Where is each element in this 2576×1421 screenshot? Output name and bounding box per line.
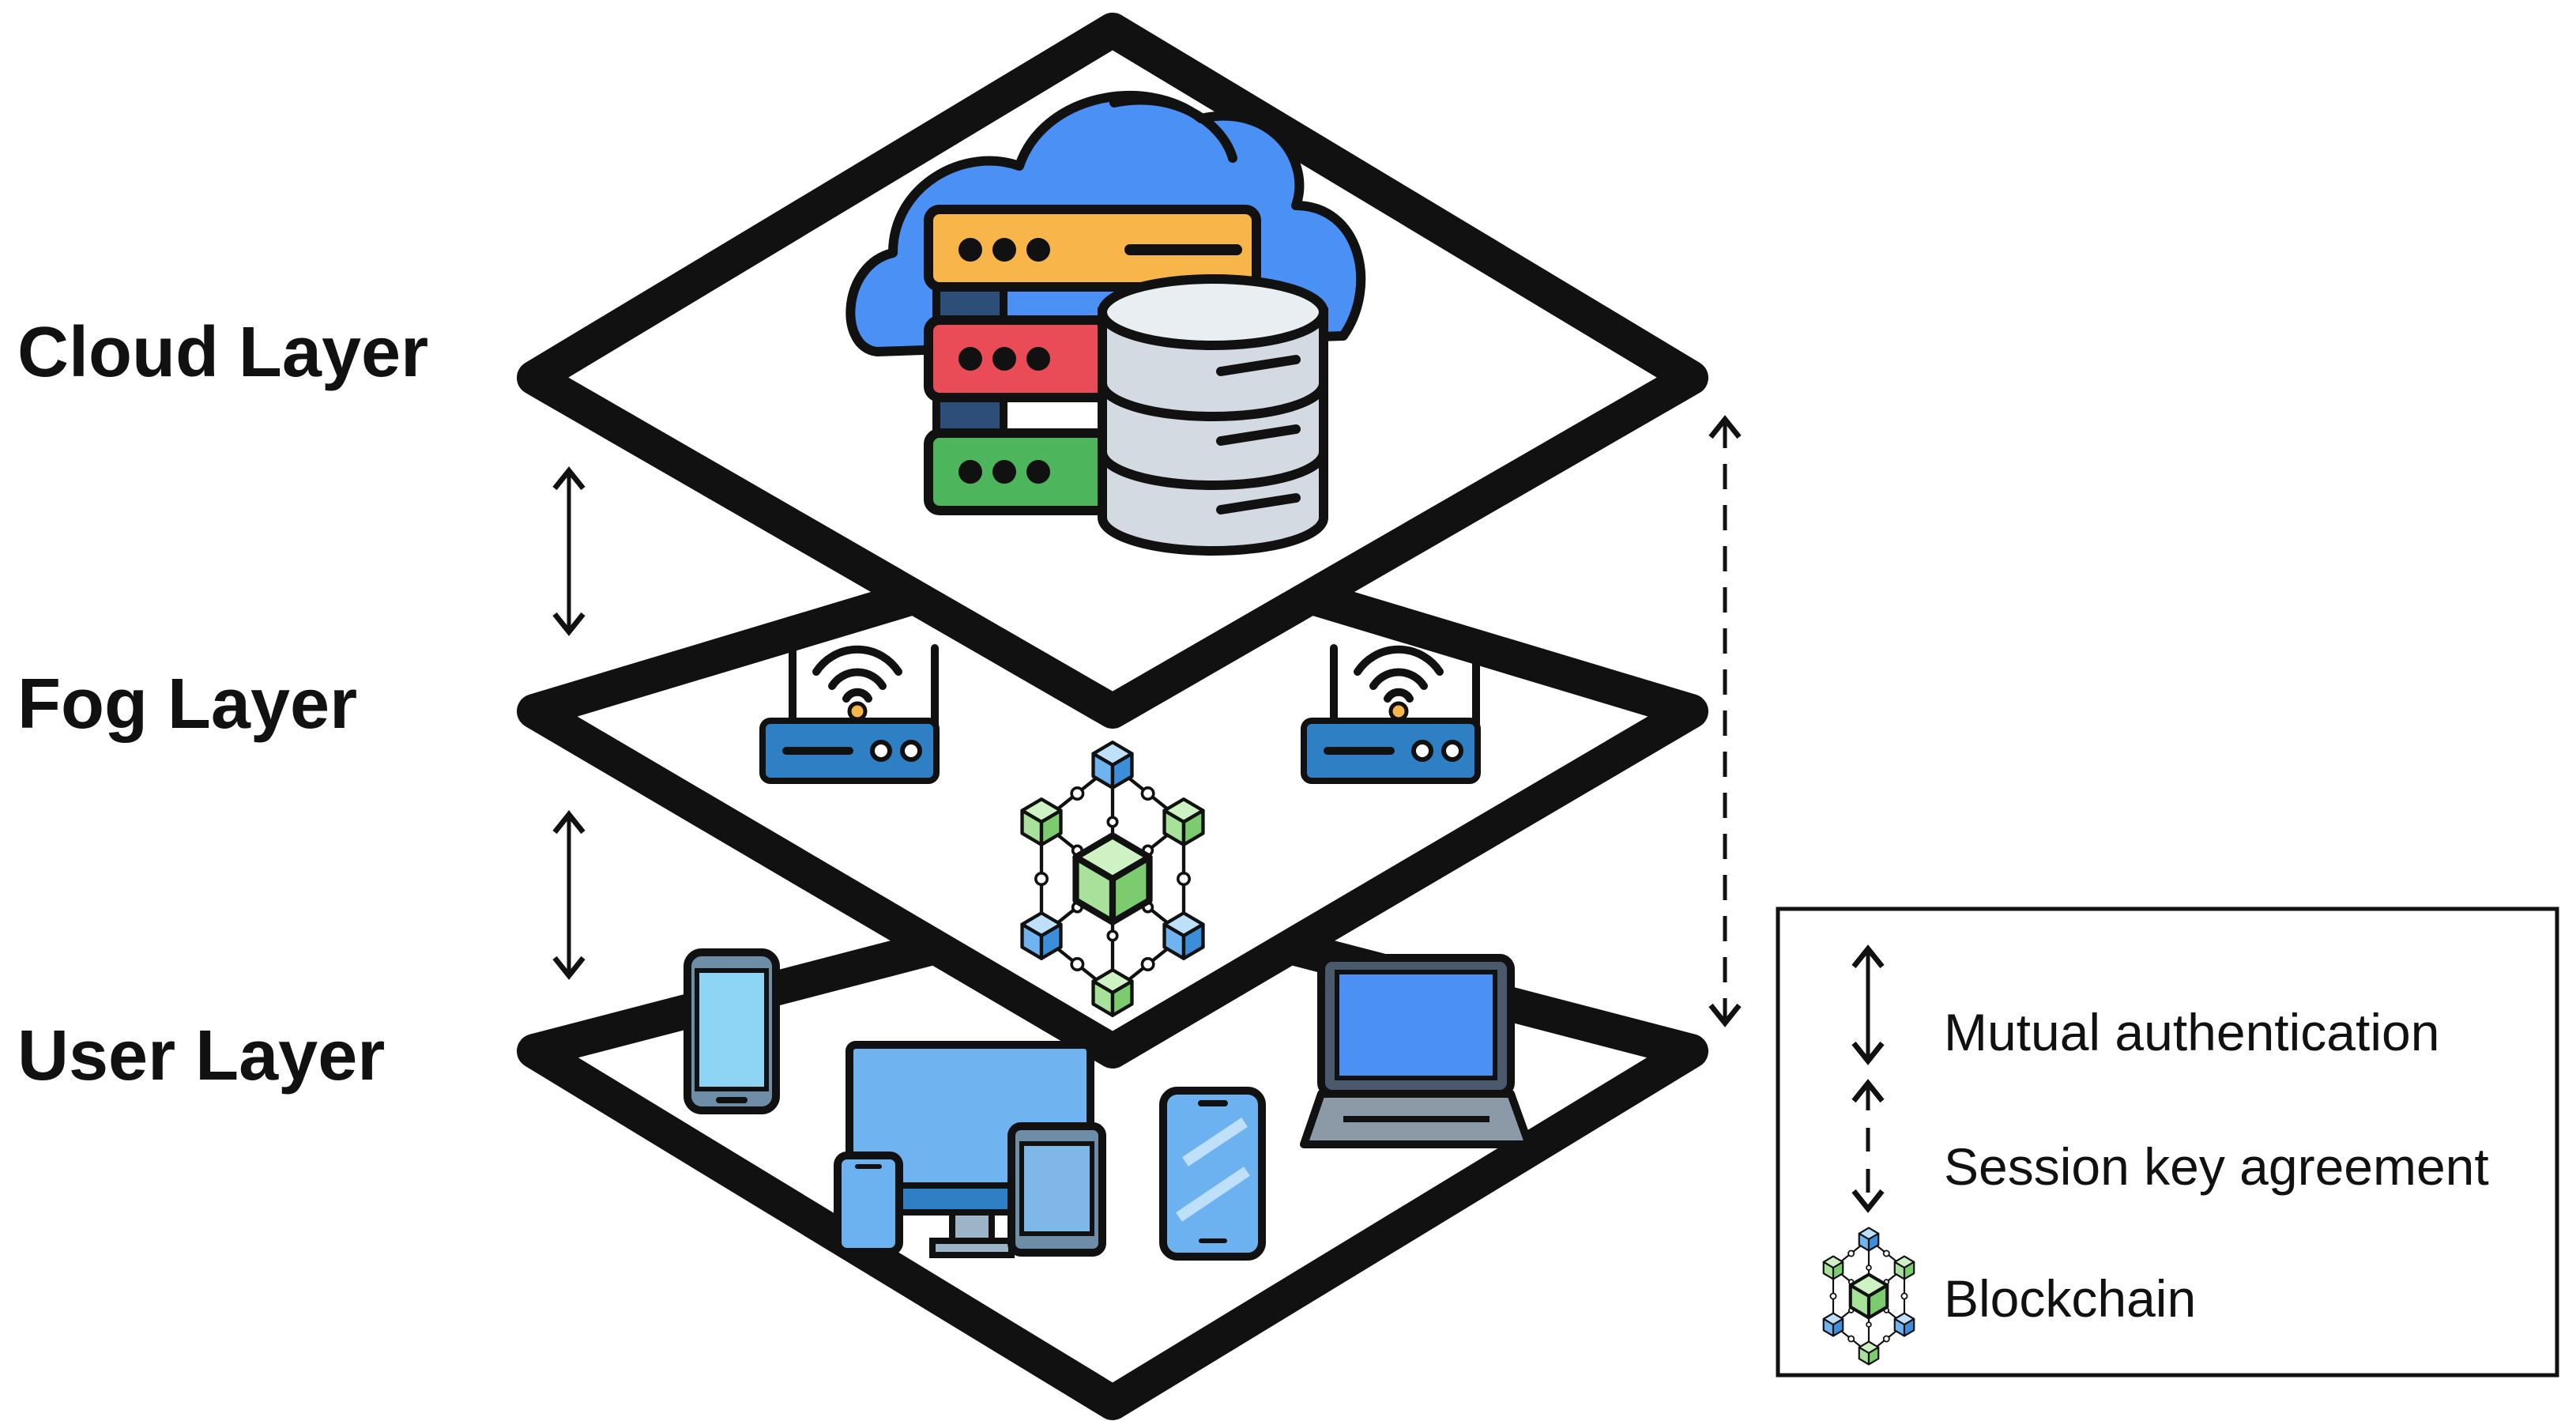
database-icon bbox=[1098, 274, 1328, 556]
legend-mutual-authentication-label: Mutual authentication bbox=[1944, 1003, 2440, 1061]
smartphone-icon bbox=[684, 948, 780, 1114]
smartphone-icon bbox=[1159, 1087, 1266, 1261]
laptop-icon bbox=[1300, 954, 1533, 1148]
legend-box bbox=[1776, 906, 2559, 1378]
fog-layer-label: Fog Layer bbox=[17, 665, 358, 744]
legend-session-key-agreement-label: Session key agreement bbox=[1944, 1137, 2489, 1196]
server-stack-icon bbox=[924, 205, 1261, 515]
tablet-icon bbox=[1007, 1122, 1106, 1257]
cloud-layer-label: Cloud Layer bbox=[17, 313, 429, 392]
legend-blockchain-label: Blockchain bbox=[1944, 1269, 2197, 1328]
smartphone-icon bbox=[834, 1152, 903, 1256]
user-layer-label: User Layer bbox=[17, 1016, 386, 1095]
